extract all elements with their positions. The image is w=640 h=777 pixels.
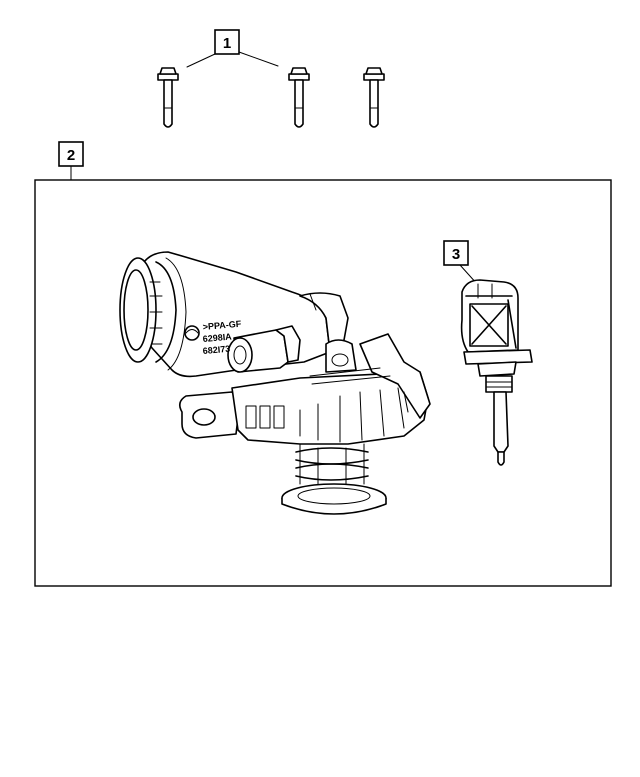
mopar-logo-icon	[184, 325, 200, 341]
bolt-2[interactable]	[288, 67, 310, 128]
marking-line-2: 6298IA	[202, 331, 232, 344]
thermostat-housing[interactable]: >PPA-GF 6298IA 682I73	[119, 251, 431, 515]
thermostat-valve-plate	[281, 483, 387, 515]
thermostat-spring	[295, 443, 369, 487]
callout-1-leader-right	[238, 51, 279, 67]
callout-1-label: 1	[223, 35, 231, 52]
housing-markings: >PPA-GF 6298IA 682I73	[202, 319, 242, 356]
bolt-3[interactable]	[363, 67, 385, 128]
assembly-frame	[34, 179, 612, 587]
callout-1-leader-left	[186, 53, 216, 68]
callout-3-label: 3	[452, 246, 460, 263]
callout-1[interactable]: 1	[214, 29, 240, 55]
marking-line-1: >PPA-GF	[202, 319, 242, 332]
temperature-sensor[interactable]	[460, 279, 533, 466]
marking-line-3: 682I73	[202, 344, 230, 356]
callout-2[interactable]: 2	[58, 141, 84, 167]
callout-2-label: 2	[67, 147, 75, 164]
callout-3[interactable]: 3	[443, 240, 469, 266]
bolt-1[interactable]	[157, 67, 179, 128]
